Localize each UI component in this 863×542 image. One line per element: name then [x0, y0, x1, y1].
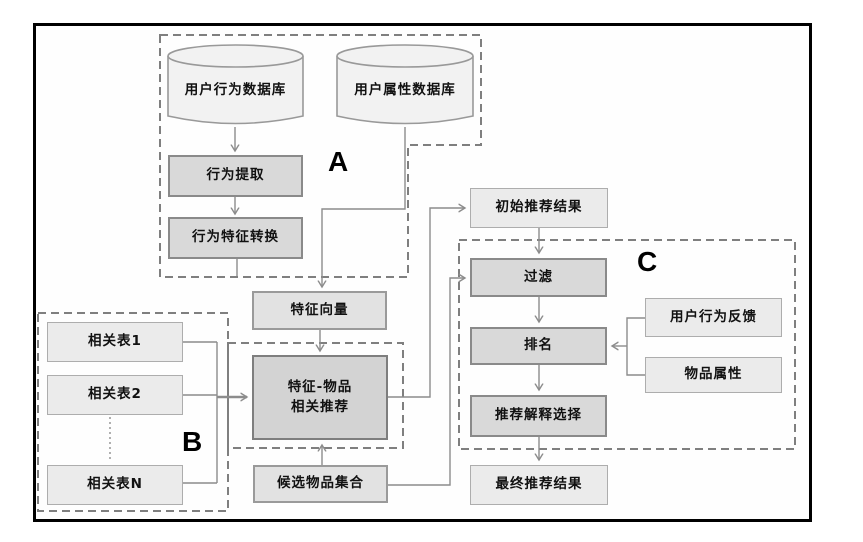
group-a-label: A [328, 146, 349, 177]
group-b-label: B [182, 426, 203, 457]
candidate-items-box: 候选物品集合 [253, 465, 388, 503]
edge-candidates-to-filter [388, 278, 465, 486]
feature-vector-box: 特征向量 [252, 291, 387, 330]
edge-feedback-bracket [626, 317, 645, 376]
feature-item-outline [227, 342, 404, 449]
filter-box: 过滤 [470, 258, 607, 297]
initial-results-box: 初始推荐结果 [470, 188, 608, 228]
explanation-select-box: 推荐解释选择 [470, 395, 607, 437]
group-a-outline [159, 34, 482, 278]
final-results-box: 最终推荐结果 [470, 465, 608, 505]
edge-featureitem-to-initial [388, 208, 465, 398]
user-attr-db: 用户属性数据库 [354, 82, 456, 98]
group-c-label: C [637, 246, 658, 277]
behavior-feature-convert-box: 行为特征转换 [168, 217, 303, 259]
user-attr-db-cylinder [336, 44, 474, 125]
feature-item-recommend-box: 特征-物品 相关推荐 [252, 355, 388, 440]
behavior-extract-box: 行为提取 [168, 155, 303, 197]
related-table-1-box: 相关表1 [47, 322, 183, 362]
user-feedback-box: 用户行为反馈 [645, 298, 782, 337]
edge-attrdb-to-featurevector [322, 127, 406, 287]
user-behavior-db: 用户行为数据库 [184, 82, 287, 98]
group-b-outline [37, 312, 229, 512]
related-table-2-box: 相关表2 [47, 375, 183, 415]
user-behavior-db-cylinder [167, 44, 304, 125]
related-table-n-box: 相关表N [47, 465, 183, 505]
item-attrs-box: 物品属性 [645, 357, 782, 393]
ranking-box: 排名 [470, 327, 607, 365]
